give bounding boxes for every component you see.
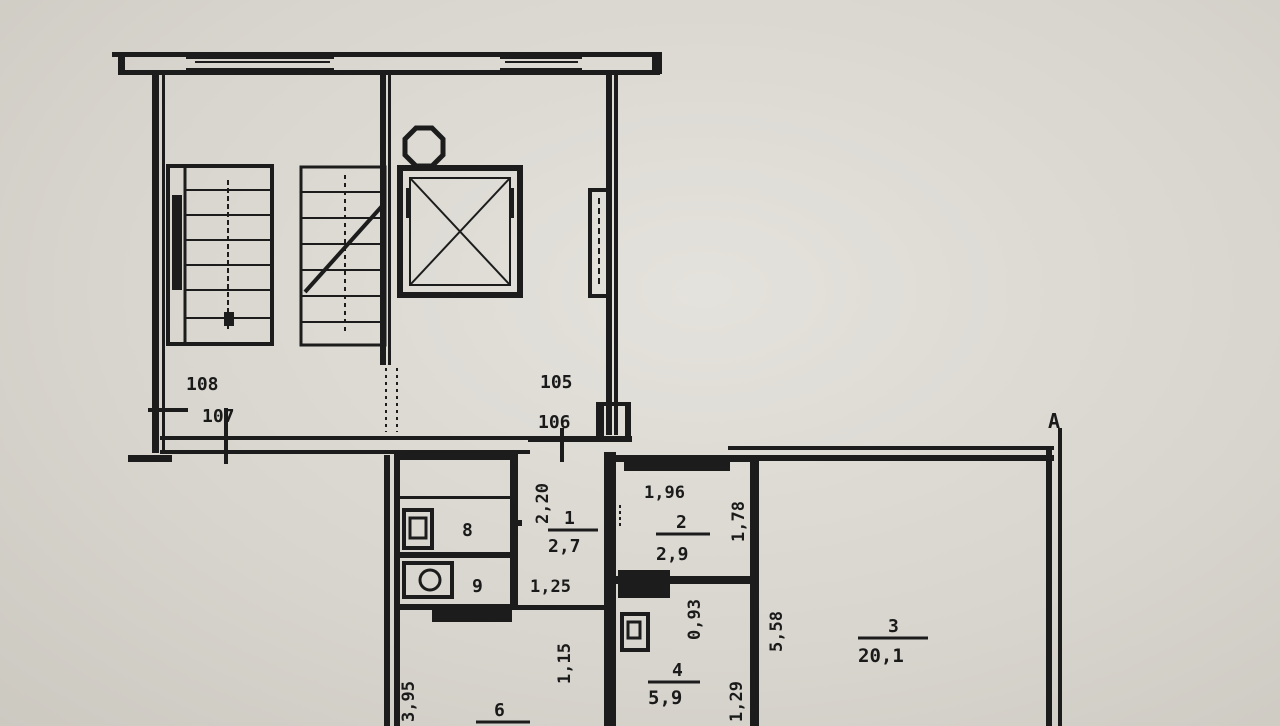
dimension-1-15: 1,15 [555,643,575,684]
dimension-1-78: 1,78 [729,501,749,542]
top-wall [112,52,662,75]
room-1-area: 2,7 [548,536,581,557]
chute-panel [588,188,610,298]
dimension-3-95: 3,95 [399,681,419,722]
axis-marker-a: A [1048,409,1060,433]
room-8-number: 8 [462,520,473,541]
room-1-number: 1 [564,508,575,529]
axis-marker-label: A [1048,409,1060,433]
dimension-2-20: 2,20 [533,483,553,524]
middle-staircase [299,165,387,347]
stair-hall-marks [148,402,630,464]
column-marker [402,125,446,169]
room-2-number: 2 [676,512,687,533]
dimension-0-93: 0,93 [685,599,705,640]
room-3: 3 20,1 [858,616,928,667]
apartment-walls [384,428,1062,726]
left-staircase [166,164,274,346]
bathroom-fixtures [402,505,650,652]
room-1: 1 2,7 [548,508,598,557]
room-106-label: 106 [538,412,571,433]
room-105-label: 105 [540,372,573,393]
stair-hall-walls [128,75,632,462]
room-6: 6 [476,700,530,724]
room-2-area: 2,9 [656,544,689,565]
dimension-1-96: 1,96 [644,483,685,503]
room-4: 4 5,9 [648,660,700,709]
dimension-1-25: 1,25 [530,577,571,597]
dimension-5-58: 5,58 [767,611,787,652]
room-9-number: 9 [472,576,483,597]
room-4-number: 4 [672,660,683,681]
room-2: 2 2,9 [656,512,710,565]
room-6-number: 6 [494,700,505,721]
room-3-number: 3 [888,616,899,637]
room-107-label: 107 [202,406,235,427]
room-108-label: 108 [186,374,219,395]
elevator-shaft [397,165,523,298]
dimension-1-29: 1,29 [727,681,747,722]
room-4-area: 5,9 [648,687,682,709]
room-3-area: 20,1 [858,645,904,667]
